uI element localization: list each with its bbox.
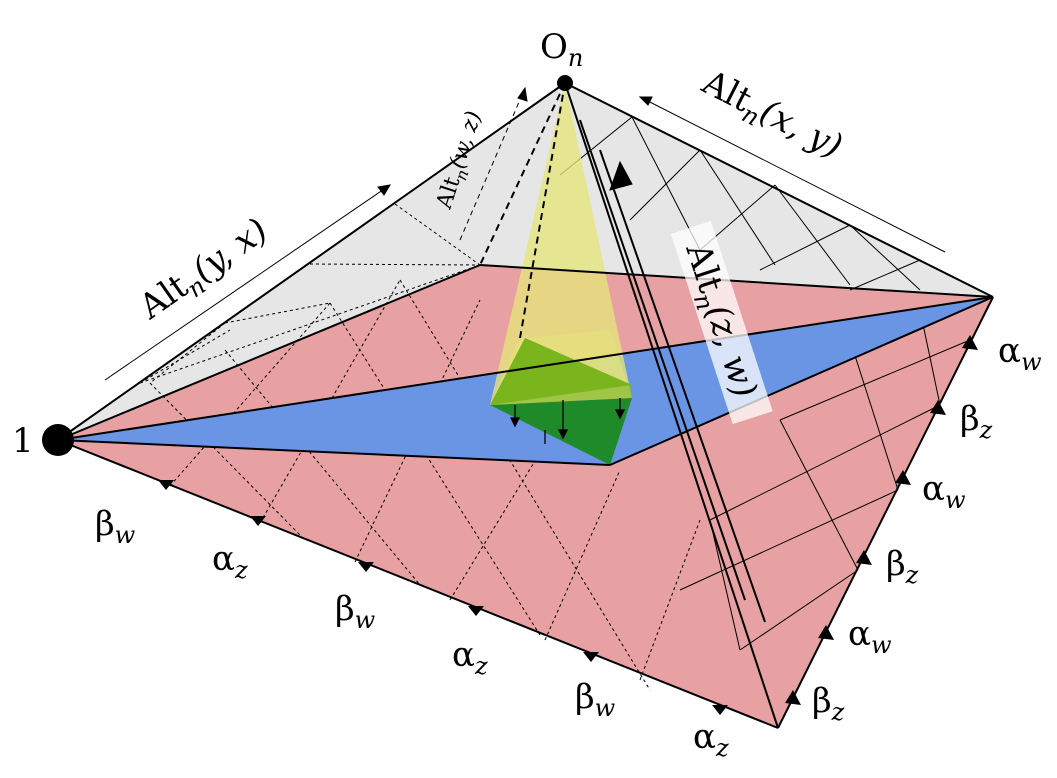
green-prism-side — [490, 338, 632, 405]
bottom-label: αz — [452, 635, 488, 680]
right-label: βz — [960, 399, 993, 444]
right-label: βz — [812, 681, 845, 726]
right-label: αw — [848, 614, 892, 659]
apex-vertex — [557, 75, 573, 91]
edge-direction-arrows — [104, 86, 946, 381]
green-prism-arrows — [509, 398, 626, 444]
bottom-label: βw — [335, 589, 376, 634]
left-vertex-label: 1 — [12, 421, 34, 461]
yellow-cone — [490, 83, 632, 405]
bottom-label: βw — [575, 677, 616, 722]
edge-label-right-upper: Altn(x, y) — [693, 62, 849, 171]
pink-face-solid-grid — [679, 309, 971, 651]
alt-zw-parallel-lines — [579, 119, 766, 623]
right-label: αw — [998, 331, 1042, 376]
gray-face-grid — [139, 203, 481, 384]
bottom-edge-labels: βw αz βw αz βw αz — [95, 504, 729, 762]
left-vertex — [42, 424, 74, 456]
apex-dashed-edges — [479, 82, 566, 339]
right-label: αw — [922, 469, 966, 514]
bottom-label: βw — [95, 504, 136, 549]
right-label: βz — [886, 544, 919, 589]
pyramid-outline — [57, 82, 994, 729]
bottom-label: αz — [212, 539, 248, 584]
alt-zw-label-bg — [670, 220, 773, 425]
svg-text:Altn(x, y): Altn(x, y) — [693, 62, 849, 171]
right-edge-labels: αw βz αw βz αw βz — [812, 331, 1042, 726]
alt-zw-arrowhead — [609, 160, 633, 191]
bottom-edge-arrows — [158, 480, 728, 715]
apex-label: On — [540, 27, 583, 72]
bottom-label: αz — [693, 717, 729, 762]
right-edge-arrows — [785, 335, 978, 705]
